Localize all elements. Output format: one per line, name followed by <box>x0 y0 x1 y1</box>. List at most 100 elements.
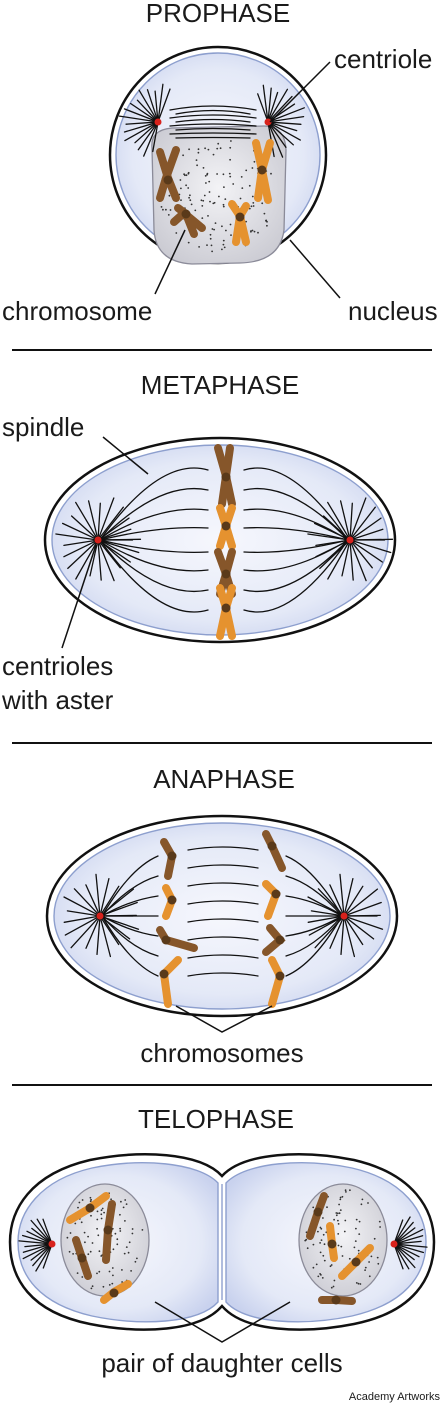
metaphase-spindle-fiber <box>243 508 349 541</box>
telophase-chromatin-dot <box>378 1220 381 1223</box>
anaphase-aster-fiber <box>100 885 120 915</box>
metaphase-spindle-fiber <box>243 539 349 553</box>
prophase-chromatin-dot <box>202 199 205 202</box>
anaphase-spindle-fiber <box>285 895 343 917</box>
prophase-chromatin-dot <box>202 167 205 169</box>
telophase-chromatin-dot <box>355 1227 357 1230</box>
telophase-chromatin-dot <box>337 1223 340 1225</box>
prophase-aster-fiber <box>262 84 269 120</box>
prophase-chromatin-dot <box>183 173 186 176</box>
telophase-chromatin-dot <box>90 1198 92 1201</box>
telophase-chromatin-dot <box>306 1247 309 1250</box>
telophase-chromatin-dot <box>332 1285 335 1288</box>
anaphase-interpolar-fiber <box>187 846 259 851</box>
anaphase-aster-fiber <box>310 910 342 917</box>
anaphase-interpolar-fiber <box>187 954 259 959</box>
prophase-centriole-right <box>264 118 272 126</box>
prophase-chromatin-dot <box>187 172 190 175</box>
anaphase-interpolar-fiber <box>187 900 259 905</box>
metaphase-spindle-fiber <box>243 487 349 541</box>
metaphase-aster-fiber <box>327 501 350 539</box>
anaphase-interpolar-fiber <box>187 882 259 887</box>
telophase-chromatin-dot <box>116 1243 119 1246</box>
telophase-aster-fiber <box>42 1246 52 1269</box>
telophase-chromatin-dot <box>340 1245 343 1248</box>
prophase-aster-fiber <box>118 115 156 123</box>
prophase-chromatin-dot <box>204 175 207 177</box>
telophase-chromatin-dot <box>360 1203 363 1206</box>
metaphase-aster-fiber <box>63 540 96 558</box>
prophase-chromatin-dot <box>207 215 209 217</box>
telophase-chromatin-dot <box>379 1226 381 1228</box>
prophase-chromatin-dot <box>188 196 191 199</box>
prophase-chromatin-dot <box>169 209 172 211</box>
prophase-aster-fiber <box>270 121 302 125</box>
prophase-chromatin-dot <box>251 195 254 198</box>
metaphase-aster-fiber <box>61 522 96 540</box>
metaphase-aster-fiber <box>349 542 354 581</box>
telophase-chromatin-dot <box>335 1212 338 1214</box>
prophase-chromatin-dot <box>266 220 268 223</box>
telophase-chromatin-dot <box>320 1227 323 1230</box>
prophase-centriole-left <box>154 118 162 126</box>
telophase-chromatin-dot <box>330 1264 333 1266</box>
telophase-chromatin-dot <box>358 1220 361 1223</box>
telophase-aster-fiber <box>395 1221 414 1243</box>
telophase-chromatin-dot <box>339 1198 342 1201</box>
prophase-chromatin-dot <box>241 187 244 190</box>
telophase-chromatin-dot <box>312 1266 315 1269</box>
prophase-chromatin-dot <box>195 159 198 162</box>
prophase-chromatin-dot <box>216 147 219 150</box>
prophase-chromatin-dot <box>240 176 243 178</box>
telophase-chromatin-dot <box>353 1246 356 1249</box>
telophase-chromatin-dot <box>343 1230 346 1233</box>
prophase-chromatin-dot <box>187 187 190 189</box>
prophase-chromatin-dot <box>250 230 252 232</box>
anaphase-spindle-fiber <box>285 915 343 937</box>
telophase-chromatin-dot <box>339 1209 342 1211</box>
telophase-aster-fiber <box>395 1245 415 1261</box>
centriole-leader-line <box>269 61 331 123</box>
metaphase-aster-fiber <box>350 497 367 538</box>
prophase-panel: PROPHASE centriole chromosome nucleus <box>2 0 438 326</box>
prophase-spindle-fiber <box>169 132 257 135</box>
telophase-chromatin-dot <box>83 1231 86 1234</box>
telophase-aster-fiber <box>394 1246 404 1270</box>
prophase-aster-fiber <box>268 88 289 121</box>
prophase-spindle-fiber <box>169 114 257 119</box>
prophase-chromatin-dot <box>252 202 255 204</box>
daughter-cells-label: pair of daughter cells <box>101 1348 342 1378</box>
anaphase-aster-fiber <box>308 916 343 936</box>
telophase-chromatin-dot <box>84 1241 86 1244</box>
telophase-chromatin-dot <box>312 1206 315 1209</box>
prophase-aster-fiber <box>269 123 287 148</box>
anaphase-spindle-fiber <box>101 915 159 957</box>
telophase-chromatin-dot <box>110 1198 112 1201</box>
telophase-chromatin-dot <box>96 1218 99 1221</box>
metaphase-centriole-left <box>94 536 102 544</box>
telophase-chromatin-dot <box>368 1275 371 1278</box>
telophase-chromatin-dot <box>322 1254 325 1257</box>
telophase-chromatin-dot <box>339 1196 342 1199</box>
telophase-chromatin-dot <box>98 1250 101 1253</box>
telophase-chromatin-dot <box>336 1212 339 1215</box>
metaphase-aster-fiber <box>98 497 115 538</box>
prophase-chromatin-dot <box>251 229 254 232</box>
metaphase-aster-fiber <box>55 533 96 541</box>
telophase-chromatin-dot <box>335 1214 338 1217</box>
anaphase-interpolar-fiber <box>187 936 259 941</box>
prophase-aster-fiber <box>152 124 159 153</box>
prophase-chromatin-dot <box>182 154 185 157</box>
telophase-chromatin-dot <box>355 1282 358 1284</box>
telophase-chromatin-dot <box>91 1242 94 1244</box>
anaphase-aster-fiber <box>63 915 98 923</box>
telophase-chromatin-dot <box>349 1189 351 1192</box>
telophase-chromatin-dot <box>103 1211 105 1214</box>
prophase-chromatin-dot <box>175 232 178 234</box>
telophase-chromatin-dot <box>355 1218 358 1221</box>
prophase-chromatin-dot <box>223 246 226 249</box>
prophase-chromatin-dot <box>209 200 211 203</box>
telophase-chromatin-dot <box>96 1227 98 1230</box>
telophase-chromatin-dot <box>119 1230 122 1232</box>
